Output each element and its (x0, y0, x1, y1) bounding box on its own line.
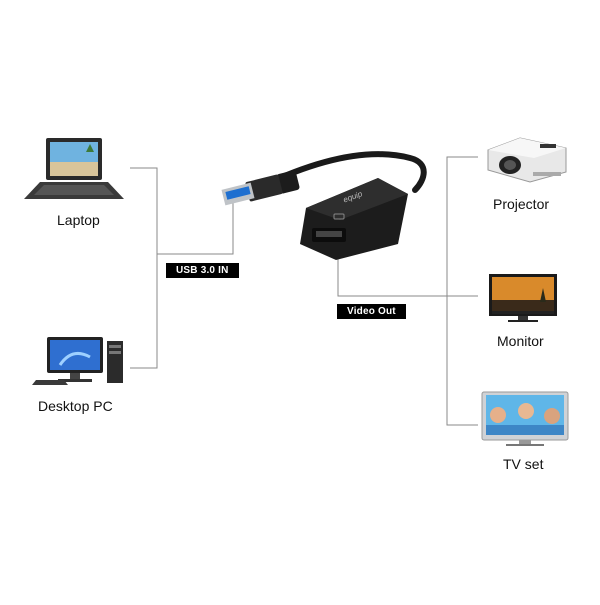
monitor-icon (489, 274, 557, 322)
video-out-line (337, 250, 478, 297)
output-bracket-line (446, 156, 478, 426)
connector-lines (130, 156, 478, 426)
tv-set-label: TV set (503, 456, 544, 472)
projector-label: Projector (493, 196, 550, 212)
desktop-pc-label: Desktop PC (38, 398, 113, 414)
monitor-label: Monitor (497, 333, 544, 349)
desktop-pc-icon (32, 337, 123, 385)
usb-adapter-graphic (221, 151, 427, 260)
laptop-label: Laptop (57, 212, 100, 228)
laptop-icon (24, 138, 124, 199)
input-bracket-line (130, 167, 158, 369)
projector-icon (487, 137, 567, 183)
usb-in-tag: USB 3.0 IN (166, 263, 239, 278)
video-out-tag: Video Out (337, 304, 406, 319)
usb-input-line (157, 203, 234, 255)
tv-icon (481, 391, 569, 446)
